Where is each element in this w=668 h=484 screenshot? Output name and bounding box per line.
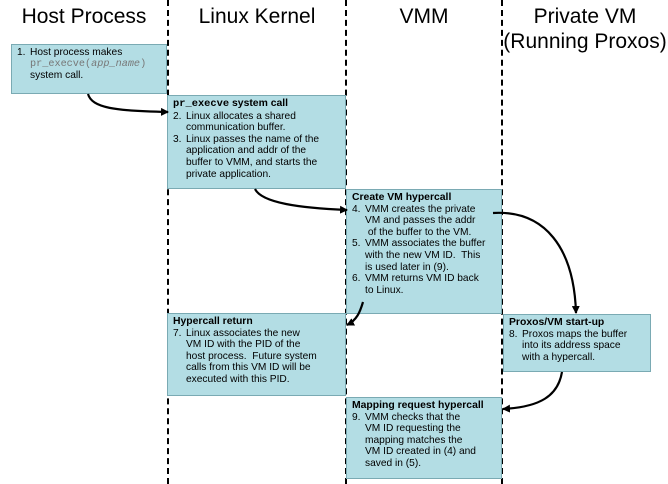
code-argument: app_name (91, 58, 141, 70)
step-line: Linux associates the new (186, 327, 300, 339)
step-number: 8. (509, 328, 518, 340)
step-line: into its address space (522, 340, 621, 352)
column-header-line: Private VM (533, 5, 637, 28)
column-header-vmm: VMM (346, 4, 502, 29)
step-number: 7. (173, 327, 182, 339)
step-line: VMM creates the private (365, 203, 476, 215)
step-6: 6. VMM returns VM ID back to Linux. (352, 273, 497, 296)
arrow-step3-to-step4 (254, 188, 348, 214)
step-7: 7. Linux associates the new VM ID with t… (173, 328, 341, 386)
step-box-create-vm: Create VM hypercall 4. VMM creates the p… (346, 189, 502, 314)
step-8: 8. Proxos maps the buffer into its addre… (509, 329, 646, 364)
column-header-line: Linux Kernel (198, 5, 316, 28)
step-number: 6. (352, 273, 361, 285)
step-2: 2. Linux allocates a shared communicatio… (173, 111, 341, 134)
column-divider (167, 0, 169, 484)
column-header-line: Host Process (21, 5, 147, 28)
column-header-private-vm: Private VM (Running Proxos) (502, 4, 668, 54)
title-code: pr_execve (173, 98, 230, 110)
column-header-line: (Running Proxos) (503, 30, 667, 53)
arrow-step4-to-step8 (492, 211, 580, 314)
step-line: of the buffer to the VM. (365, 226, 472, 238)
step-line: VMM returns VM ID back (365, 273, 479, 285)
title-text: system call (229, 98, 289, 109)
step-line: VMM checks that the (365, 411, 461, 423)
step-box-host-syscall: 1. Host process makes pr_execve(app_name… (11, 44, 167, 94)
box-title: Create VM hypercall (352, 192, 452, 203)
step-box-pr-execve: pr_execve system call 2. Linux allocates… (167, 95, 346, 189)
step-4: 4. VMM creates the private VM and passes… (352, 204, 497, 239)
code-call: pr_execve(app_name) (17, 59, 162, 71)
step-line: saved in (5). (365, 457, 422, 469)
step-line: private application. (186, 168, 271, 180)
arrow-step1-to-step2 (86, 93, 169, 116)
step-line: executed with this PID. (186, 373, 290, 385)
step-line: VM ID requesting the (365, 423, 461, 435)
column-divider (501, 0, 503, 484)
box-title: pr_execve system call (173, 98, 341, 111)
code-close: ) (140, 58, 147, 70)
column-header-host-process: Host Process (0, 4, 168, 29)
step-number: 4. (352, 203, 361, 215)
step-box-proxos-startup: Proxos/VM start-up 8. Proxos maps the bu… (503, 314, 651, 372)
step-number: 2. (173, 110, 182, 122)
step-line: VM ID created in (4) and (365, 446, 476, 458)
arrow-step8-to-step9 (502, 371, 564, 413)
step-line: buffer to VMM, and starts the (186, 156, 318, 168)
step-line: Proxos maps the buffer (522, 328, 628, 340)
step-line: with the new VM ID. This (365, 249, 481, 261)
step-number: 5. (352, 238, 361, 250)
step-line: communication buffer. (186, 122, 286, 134)
step-line: calls from this VM ID will be (186, 362, 311, 374)
step-line: Linux passes the name of the (186, 133, 320, 145)
step-box-mapping-request: Mapping request hypercall 9. VMM checks … (346, 397, 502, 479)
step-text: system call. (30, 70, 84, 82)
column-header-linux-kernel: Linux Kernel (168, 4, 346, 29)
step-number: 3. (173, 133, 182, 145)
box-title: Hypercall return (173, 316, 253, 327)
box-title: Mapping request hypercall (352, 400, 484, 411)
step-line: VM and passes the addr (365, 215, 476, 227)
step-line: VM ID with the PID of the (186, 339, 301, 351)
column-header-line: VMM (399, 5, 449, 28)
step-line: with a hypercall. (522, 351, 596, 363)
step-line: mapping matches the (365, 434, 463, 446)
step-9: 9. VMM checks that the VM ID requesting … (352, 412, 497, 470)
step-line: VMM associates the buffer (365, 238, 486, 250)
box-title: Proxos/VM start-up (509, 317, 605, 328)
step-box-hypercall-return: Hypercall return 7. Linux associates the… (167, 313, 346, 396)
step-number: 1. (17, 47, 26, 58)
step-number: 9. (352, 411, 361, 423)
step-line: application and addr of the (186, 145, 307, 157)
step-1: 1. Host process makes (17, 47, 162, 59)
code-function: pr_execve( (30, 58, 92, 70)
step-text: Host process makes (30, 47, 123, 58)
step-line: Linux allocates a shared (186, 110, 296, 122)
step-3: 3. Linux passes the name of the applicat… (173, 134, 341, 180)
step-line: host process. Future system (186, 350, 317, 362)
step-5: 5. VMM associates the buffer with the ne… (352, 238, 497, 273)
step-line: is used later in (9). (365, 261, 449, 273)
step-line: to Linux. (365, 284, 404, 296)
arrow-step6-to-step7 (346, 301, 365, 326)
